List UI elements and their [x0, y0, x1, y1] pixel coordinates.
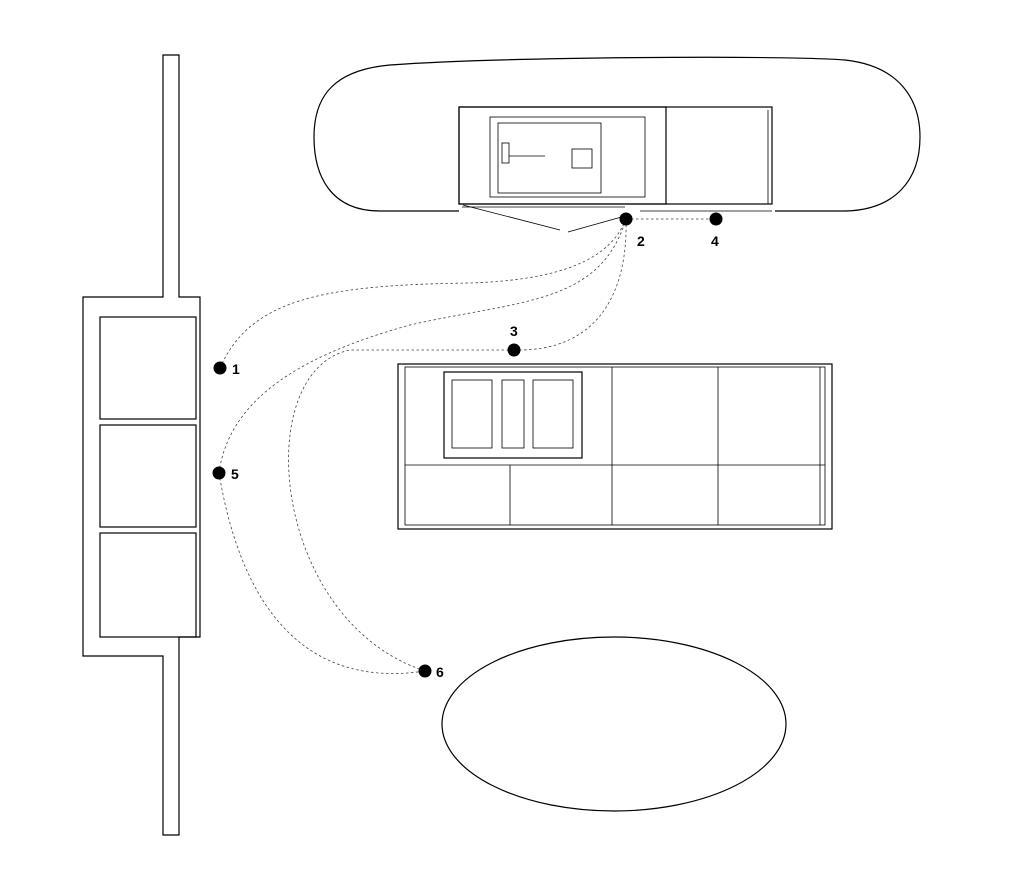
marker-6-dot — [418, 664, 432, 678]
path-1-2 — [219, 218, 627, 369]
marker-3-dot — [507, 343, 521, 357]
cooktop-frame — [443, 371, 583, 459]
top-counter — [313, 56, 921, 233]
marker-6-label: 6 — [436, 664, 444, 680]
left-wall — [82, 54, 201, 836]
marker-2: 2 — [619, 212, 645, 249]
marker-5-label: 5 — [231, 466, 239, 482]
marker-1-dot — [213, 361, 227, 375]
marker-2-dot — [619, 212, 633, 226]
marker-3-label: 3 — [510, 323, 518, 339]
oven-frame — [489, 116, 646, 198]
marker-1-label: 1 — [232, 361, 240, 377]
markers: 1 2 3 4 5 6 — [212, 212, 723, 680]
cooktop-right — [532, 379, 574, 449]
marker-1: 1 — [213, 361, 240, 377]
cabinet-middle — [99, 424, 197, 528]
cooktop-left — [451, 379, 493, 449]
marker-4-label: 4 — [711, 233, 719, 249]
marker-5: 5 — [212, 466, 239, 482]
path-connections — [218, 218, 716, 674]
oven-control-icon — [571, 148, 593, 169]
kitchen-island — [397, 363, 833, 530]
cooktop-middle — [501, 379, 525, 449]
oven-handle-icon — [501, 142, 510, 164]
path-5-2 — [218, 218, 627, 474]
island-inner — [404, 366, 826, 526]
island-outer — [397, 363, 833, 530]
fridge-housing — [458, 106, 773, 205]
marker-4-dot — [709, 212, 723, 226]
oval-table — [441, 636, 787, 812]
door-swing — [462, 204, 626, 233]
path-3-6 — [288, 349, 514, 672]
marker-5-dot — [212, 466, 226, 480]
top-counter-outline — [313, 56, 921, 212]
path-3-2 — [513, 218, 627, 351]
marker-6: 6 — [418, 664, 444, 680]
path-5-6 — [218, 472, 426, 674]
marker-2-label: 2 — [637, 233, 645, 249]
cabinet-top — [99, 316, 197, 420]
oven-unit — [458, 106, 667, 205]
left-cabinets — [99, 316, 197, 638]
cabinet-bottom — [99, 532, 197, 638]
oven-window — [497, 122, 602, 194]
marker-4: 4 — [709, 212, 723, 249]
marker-3: 3 — [507, 323, 521, 357]
